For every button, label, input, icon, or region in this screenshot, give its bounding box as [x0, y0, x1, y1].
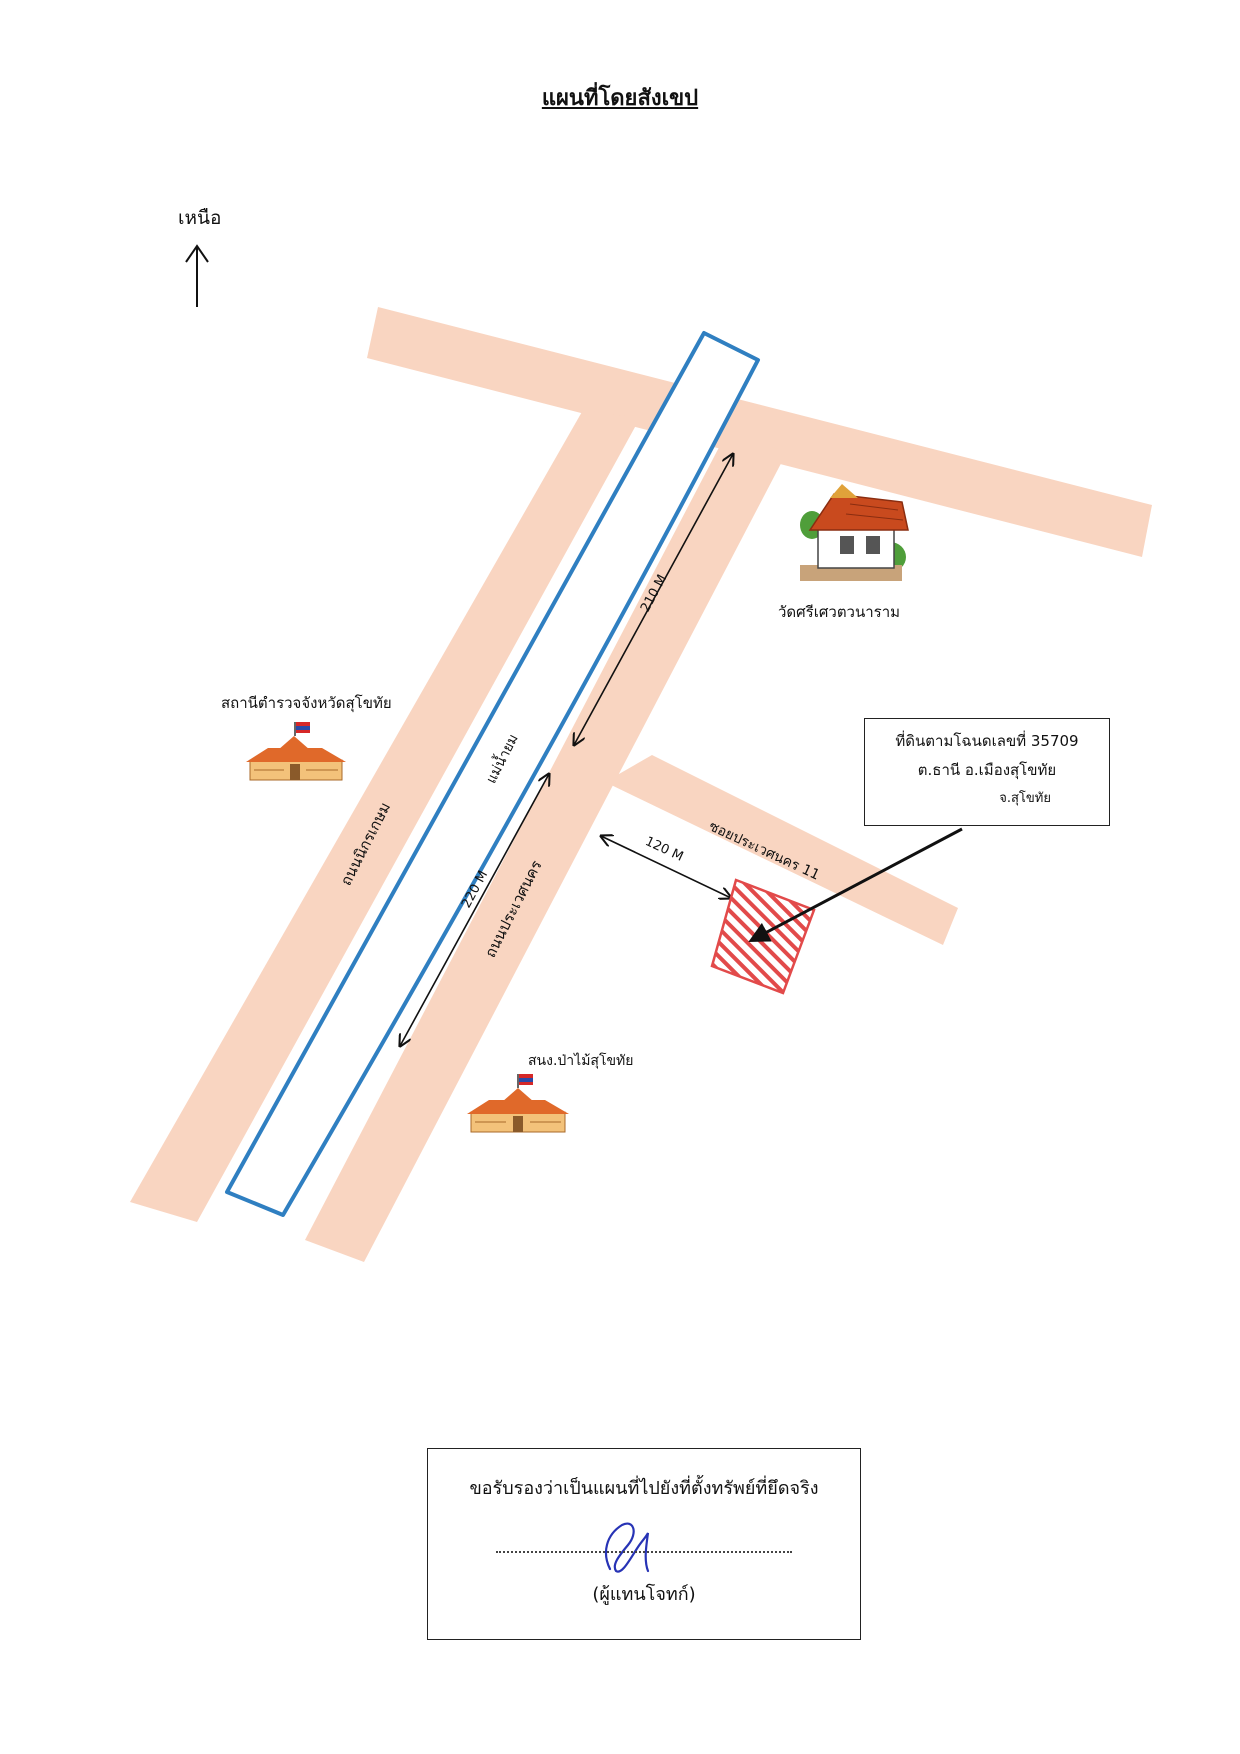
distance-arrow-soi: [601, 836, 731, 898]
certification-text: ขอรับรองว่าเป็นแผนที่ไปยังที่ตั้งทรัพย์ท…: [469, 1478, 819, 1499]
signature-mark: [604, 1522, 650, 1573]
police-station-icon: [246, 722, 346, 781]
distance-arrow-south: [400, 774, 549, 1046]
deed-line-2: ต.ธานี อ.เมืองสุโขทัย: [917, 761, 1057, 779]
road-nikornkasem: [130, 410, 640, 1222]
north-arrow-icon: [185, 244, 209, 307]
deed-info-box: ที่ดินตามโฉนดเลขที่ 35709 ต.ธานี อ.เมือง…: [864, 718, 1110, 826]
temple-label: วัดศรีเศวตวนาราม: [778, 603, 901, 621]
forestry-office-label: สนง.ป่าไม้สุโขทัย: [528, 1053, 634, 1069]
police-station-label: สถานีตำรวจจังหวัดสุโขทัย: [221, 694, 392, 712]
soi-prawetnakhon-11: [605, 755, 958, 945]
north-label: เหนือ: [178, 207, 222, 229]
forestry-office-icon: [467, 1074, 569, 1133]
deed-line-3: จ.สุโขทัย: [999, 791, 1051, 806]
signer-role: (ผู้แทนโจทก์): [592, 1584, 696, 1605]
signature-line: [496, 1551, 792, 1553]
temple-icon: [800, 484, 909, 581]
northern-road: [367, 307, 1152, 557]
deed-pointer-arrow: [748, 827, 963, 942]
deed-line-1: ที่ดินตามโฉนดเลขที่ 35709: [895, 732, 1079, 750]
distance-arrow-north: [574, 454, 733, 745]
page-title: แผนที่โดยสังเขป: [541, 86, 699, 111]
certification-box: ขอรับรองว่าเป็นแผนที่ไปยังที่ตั้งทรัพย์ท…: [427, 1448, 861, 1640]
